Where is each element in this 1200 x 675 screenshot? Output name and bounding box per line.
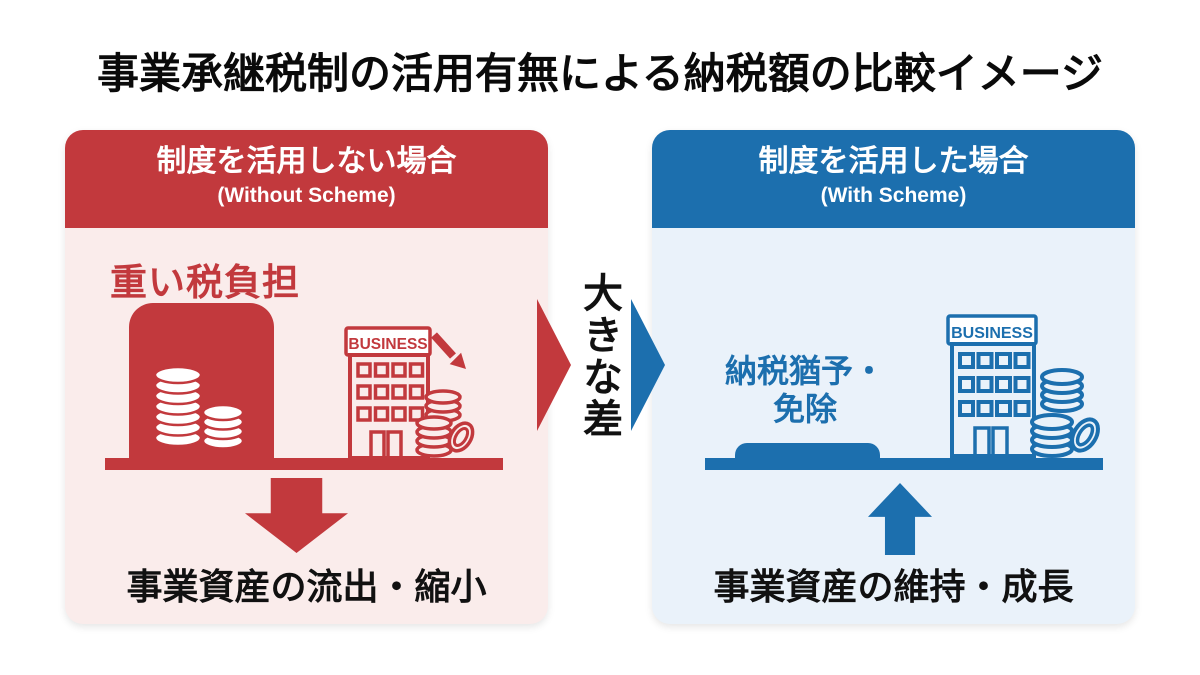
small-tax-bump bbox=[735, 443, 880, 459]
down-arrow-icon bbox=[245, 478, 348, 553]
building-sign: BUSINESS bbox=[344, 326, 432, 357]
big-difference-label: 大きな差 bbox=[577, 272, 621, 440]
without-scheme-title: 制度を活用しない場合 bbox=[156, 145, 457, 178]
business-building-right-icon: BUSINESS bbox=[946, 314, 1100, 458]
tax-deferral-line2: 免除 bbox=[772, 391, 837, 427]
heavy-tax-burden-label: 重い税負担 bbox=[110, 262, 300, 303]
business-sign-text: BUSINESS bbox=[951, 325, 1033, 342]
white-coin-stacks-icon bbox=[153, 365, 245, 450]
building-doors bbox=[973, 426, 1009, 458]
left-caption: 事業資産の流出・縮小 bbox=[126, 566, 487, 607]
building-windows bbox=[958, 352, 1031, 417]
outlined-coin-stacks-icon bbox=[1030, 368, 1100, 458]
decline-arrow-icon bbox=[431, 332, 466, 369]
business-building-left-icon: BUSINESS bbox=[344, 326, 475, 460]
without-scheme-subtitle: (Without Scheme) bbox=[217, 184, 396, 207]
building-windows bbox=[356, 362, 425, 422]
with-scheme-panel: 制度を活用した場合 (With Scheme) 納税猶予・ 免除 BUSINES… bbox=[652, 130, 1135, 624]
business-sign-text: BUSINESS bbox=[348, 336, 427, 353]
without-scheme-body: 重い税負担 bbox=[65, 228, 548, 624]
tax-burden-block bbox=[129, 303, 274, 462]
page-title: 事業承継税制の活用有無による納税額の比較イメージ bbox=[97, 50, 1103, 97]
up-arrow-icon bbox=[868, 483, 932, 555]
with-scheme-header: 制度を活用した場合 (With Scheme) bbox=[652, 130, 1135, 228]
without-scheme-header: 制度を活用しない場合 (Without Scheme) bbox=[65, 130, 548, 228]
outlined-coin-stacks-icon bbox=[415, 389, 475, 458]
with-scheme-body: 納税猶予・ 免除 BUSINESS bbox=[652, 228, 1135, 624]
right-arrow-red-icon bbox=[537, 299, 571, 431]
tax-deferral-label: 納税猶予・ 免除 bbox=[665, 352, 945, 428]
right-caption: 事業資産の維持・成長 bbox=[713, 566, 1074, 607]
without-scheme-panel: 制度を活用しない場合 (Without Scheme) 重い税負担 bbox=[65, 130, 548, 624]
building-doors bbox=[369, 430, 403, 460]
tax-deferral-line1: 納税猶予・ bbox=[724, 353, 885, 389]
with-scheme-title: 制度を活用した場合 bbox=[758, 145, 1029, 178]
building-sign: BUSINESS bbox=[946, 314, 1038, 346]
left-ground-line bbox=[105, 458, 503, 470]
right-ground-line bbox=[705, 458, 1103, 470]
with-scheme-subtitle: (With Scheme) bbox=[820, 184, 967, 207]
